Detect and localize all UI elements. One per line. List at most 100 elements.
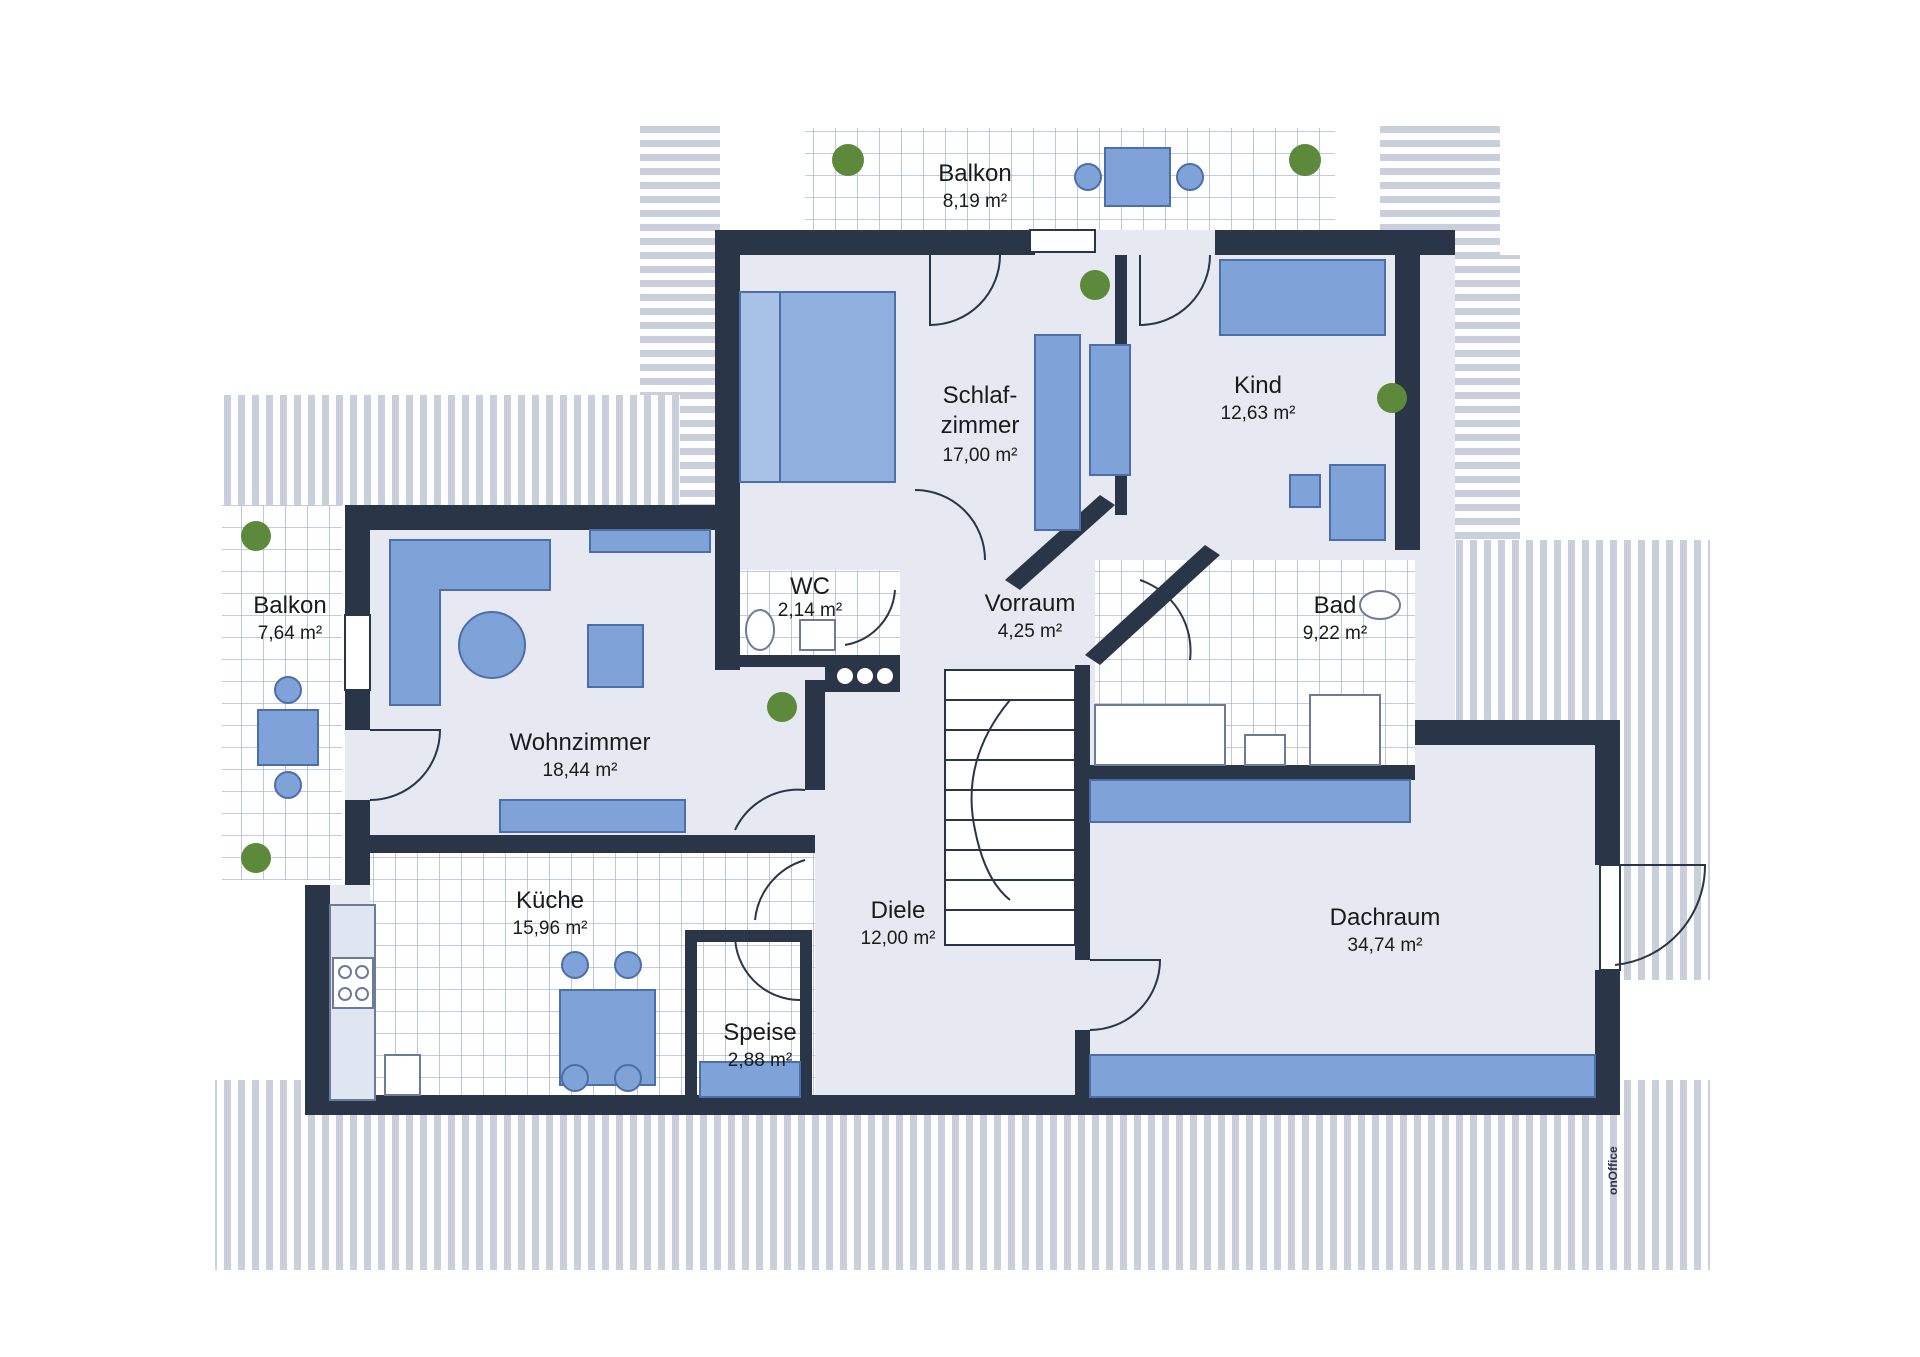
walls bbox=[305, 230, 1620, 1115]
doors bbox=[369, 254, 1707, 1031]
sofa-l-shape bbox=[389, 539, 551, 706]
door-dach bbox=[1089, 959, 1162, 1031]
wall-bad-dach bbox=[1090, 765, 1415, 780]
storage-dach-top bbox=[1089, 779, 1411, 823]
shelf-wohn-top bbox=[589, 529, 711, 553]
wall-bottom bbox=[305, 1095, 1620, 1115]
chair-kind bbox=[1289, 474, 1321, 508]
chair-kueche bbox=[561, 951, 589, 979]
room-area-kueche: 15,96 m² bbox=[513, 918, 588, 939]
toilet-wc bbox=[745, 609, 775, 651]
chair-balkon-top-1 bbox=[1074, 163, 1102, 191]
wall-dach-right-lower bbox=[1595, 970, 1620, 1105]
wall-dach-right-upper bbox=[1595, 720, 1620, 865]
table-balkon-top bbox=[1104, 147, 1171, 207]
bed-kind bbox=[1219, 259, 1386, 336]
coffee-table-round bbox=[458, 611, 526, 679]
vent bbox=[877, 668, 893, 684]
room-area-wohnzimmer: 18,44 m² bbox=[543, 760, 618, 781]
door-kueche-diele bbox=[754, 859, 806, 921]
balkon-top-tiles bbox=[805, 128, 1335, 230]
stair-outline bbox=[944, 669, 1076, 946]
stove-burner bbox=[355, 987, 369, 1001]
room-area-kind: 12,63 m² bbox=[1221, 403, 1296, 424]
chair-kueche bbox=[614, 951, 642, 979]
window-wohn-left bbox=[344, 614, 371, 691]
room-name-schlaf-2: zimmer bbox=[941, 412, 1020, 439]
wall-speise-left bbox=[685, 930, 697, 1100]
armchair bbox=[587, 624, 644, 688]
room-area-wc: 2,14 m² bbox=[778, 600, 842, 621]
toilet-bad bbox=[1359, 590, 1401, 620]
door-kind-balkon bbox=[1139, 254, 1211, 327]
wall-wohn-right bbox=[805, 680, 825, 790]
wall-vorraum-diagonal-2 bbox=[1005, 495, 1115, 590]
wall-stair-right bbox=[1075, 665, 1090, 960]
room-name-speise: Speise bbox=[723, 1019, 796, 1046]
chair-kueche bbox=[561, 1064, 589, 1092]
door-wc bbox=[844, 589, 896, 646]
desk-kind bbox=[1329, 464, 1386, 541]
room-name-schlaf-1: Schlaf- bbox=[943, 382, 1018, 409]
room-area-vorraum: 4,25 m² bbox=[998, 621, 1062, 642]
door-wohn-balkon bbox=[369, 729, 442, 801]
plant-icon bbox=[1289, 144, 1321, 176]
roof-left bbox=[220, 395, 680, 505]
room-name-kueche: Küche bbox=[516, 887, 584, 914]
vent bbox=[837, 668, 853, 684]
tiled-areas bbox=[222, 128, 1415, 1105]
door-schlaf-balkon bbox=[929, 254, 1001, 327]
room-name-balkon-left: Balkon bbox=[253, 592, 326, 619]
stove-burner bbox=[338, 965, 352, 979]
tv-sideboard bbox=[499, 799, 686, 833]
plants bbox=[241, 144, 1407, 873]
wall-wohn-kueche bbox=[345, 835, 815, 853]
door-speise bbox=[734, 934, 801, 1001]
room-name-diele: Diele bbox=[871, 897, 926, 924]
bed-headboard bbox=[739, 291, 781, 483]
door-dach-right bbox=[1614, 864, 1707, 966]
chair-balkon-top-2 bbox=[1176, 163, 1204, 191]
chair-balkon-left-2 bbox=[274, 771, 302, 799]
room-area-schlaf: 17,00 m² bbox=[943, 445, 1018, 466]
storage-dach-bottom bbox=[1089, 1054, 1596, 1098]
room-name-dachraum: Dachraum bbox=[1330, 904, 1441, 931]
window-balkon-top bbox=[1029, 229, 1096, 253]
plant-icon bbox=[832, 144, 864, 176]
plant-icon bbox=[767, 692, 797, 722]
shower bbox=[1309, 694, 1381, 766]
stove-burner bbox=[338, 987, 352, 1001]
brand-logo: onOffice bbox=[1606, 1146, 1620, 1195]
room-labels: Balkon 8,19 m² Schlaf- zimmer 17,00 m² K… bbox=[253, 160, 1440, 1071]
wall-vorraum-diagonal bbox=[1085, 545, 1220, 665]
door-wohn-diele bbox=[734, 788, 806, 831]
wall-wohn-top bbox=[345, 505, 720, 530]
stove bbox=[332, 957, 374, 1009]
wall-schlaf-left bbox=[715, 230, 740, 670]
stove-burner bbox=[355, 965, 369, 979]
vents bbox=[825, 660, 900, 692]
room-area-balkon-left: 7,64 m² bbox=[258, 623, 322, 644]
room-area-dachraum: 34,74 m² bbox=[1348, 935, 1423, 956]
furniture bbox=[257, 147, 1596, 1101]
wall-speise-top bbox=[685, 930, 800, 942]
door-bad bbox=[1139, 579, 1192, 661]
door-schlaf-vorraum bbox=[914, 489, 986, 561]
staircase bbox=[944, 669, 1076, 946]
room-area-speise: 2,88 m² bbox=[728, 1050, 792, 1071]
sink-bad bbox=[1244, 734, 1286, 766]
wall-dach-left bbox=[1075, 1030, 1090, 1105]
stair-direction-arrow bbox=[970, 699, 1011, 901]
wall-speise-right bbox=[800, 930, 812, 1100]
room-area-diele: 12,00 m² bbox=[861, 928, 936, 949]
wall-kueche-left bbox=[305, 885, 330, 1105]
chair-balkon-left-1 bbox=[274, 676, 302, 704]
plant-icon bbox=[1080, 270, 1110, 300]
plant-icon bbox=[1377, 383, 1407, 413]
room-name-wc: WC bbox=[790, 573, 830, 600]
window-dach-right bbox=[1599, 864, 1621, 971]
wardrobe-schlaf bbox=[1034, 334, 1081, 531]
bathtub bbox=[1094, 704, 1226, 766]
vent bbox=[857, 668, 873, 684]
